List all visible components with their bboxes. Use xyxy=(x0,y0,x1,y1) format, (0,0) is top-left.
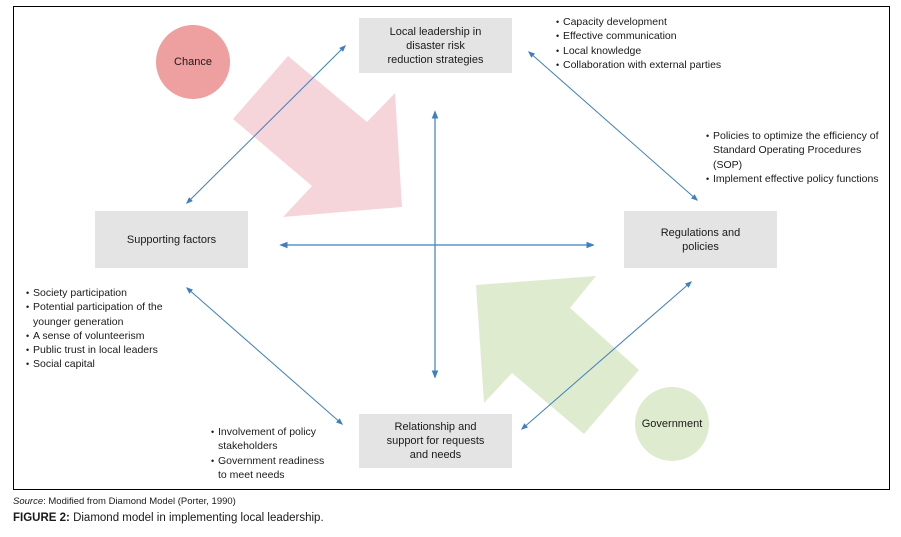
government-label: Government xyxy=(641,418,703,430)
bullet-item: Local knowledge xyxy=(555,44,785,58)
diagram-frame xyxy=(13,6,890,490)
node-supporting-factors: Supporting factors xyxy=(95,211,248,268)
node-regulations-line-1: Regulations and xyxy=(660,226,741,239)
bullets-supporting-factors: Society participation Potential particip… xyxy=(25,286,175,372)
figure-caption: FIGURE 2: Diamond model in implementing … xyxy=(13,512,324,524)
node-local-leadership-line-3: reduction strategies xyxy=(387,53,484,66)
bullets-regulations: Policies to optimize the efficiency of S… xyxy=(705,129,885,186)
caption-text: Diamond model in implementing local lead… xyxy=(69,512,324,524)
connector-left-top xyxy=(186,45,346,204)
node-local-leadership-line-2: disaster risk xyxy=(406,39,465,52)
bullet-item: Implement effective policy functions xyxy=(705,172,885,186)
connector-top-right xyxy=(527,51,699,201)
bullets-local-leadership: Capacity development Effective communica… xyxy=(555,15,785,72)
connector-left-bottom xyxy=(185,287,344,425)
bullet-item: A sense of volunteerism xyxy=(25,329,175,343)
bullet-item: Policies to optimize the efficiency of S… xyxy=(705,129,885,172)
bullet-item: Collaboration with external parties xyxy=(555,58,785,72)
node-relationship-line-1: Relationship and xyxy=(394,421,477,433)
bullet-item: Involvement of policy stakeholders xyxy=(210,425,335,454)
bullet-item: Public trust in local leaders xyxy=(25,343,175,357)
source-text: : Modified from Diamond Model (Porter, 1… xyxy=(43,496,236,507)
node-relationship-line-3: and needs xyxy=(409,449,462,461)
bullet-item: Social capital xyxy=(25,357,175,371)
chance-circle: Chance xyxy=(156,25,230,99)
government-influence-arrow xyxy=(476,276,639,434)
caption-label: FIGURE 2: xyxy=(13,512,70,524)
chance-label: Chance xyxy=(174,56,212,68)
node-relationship-line-2: support for requests xyxy=(386,435,485,447)
connector-bottom-right xyxy=(520,281,693,430)
government-circle: Government xyxy=(635,387,709,461)
node-local-leadership-line-1: Local leadership in xyxy=(389,25,482,38)
bullets-relationship: Involvement of policy stakeholders Gover… xyxy=(210,425,335,482)
figure-source: Source: Modified from Diamond Model (Por… xyxy=(13,496,236,507)
bullet-item: Government readiness to meet needs xyxy=(210,454,335,483)
node-regulations-policies: Regulations and policies xyxy=(624,211,777,268)
node-local-leadership: Local leadership in disaster risk reduct… xyxy=(359,18,512,73)
node-regulations-line-2: policies xyxy=(682,240,719,253)
chance-influence-arrow xyxy=(233,56,402,217)
bullet-item: Capacity development xyxy=(555,15,785,29)
node-supporting-factors-label: Supporting factors xyxy=(126,233,217,246)
source-label: Source xyxy=(13,496,44,507)
bullet-item: Potential participation of the younger g… xyxy=(25,300,175,329)
bullet-item: Effective communication xyxy=(555,29,785,43)
node-relationship-support: Relationship and support for requests an… xyxy=(359,414,512,468)
bullet-item: Society participation xyxy=(25,286,175,300)
